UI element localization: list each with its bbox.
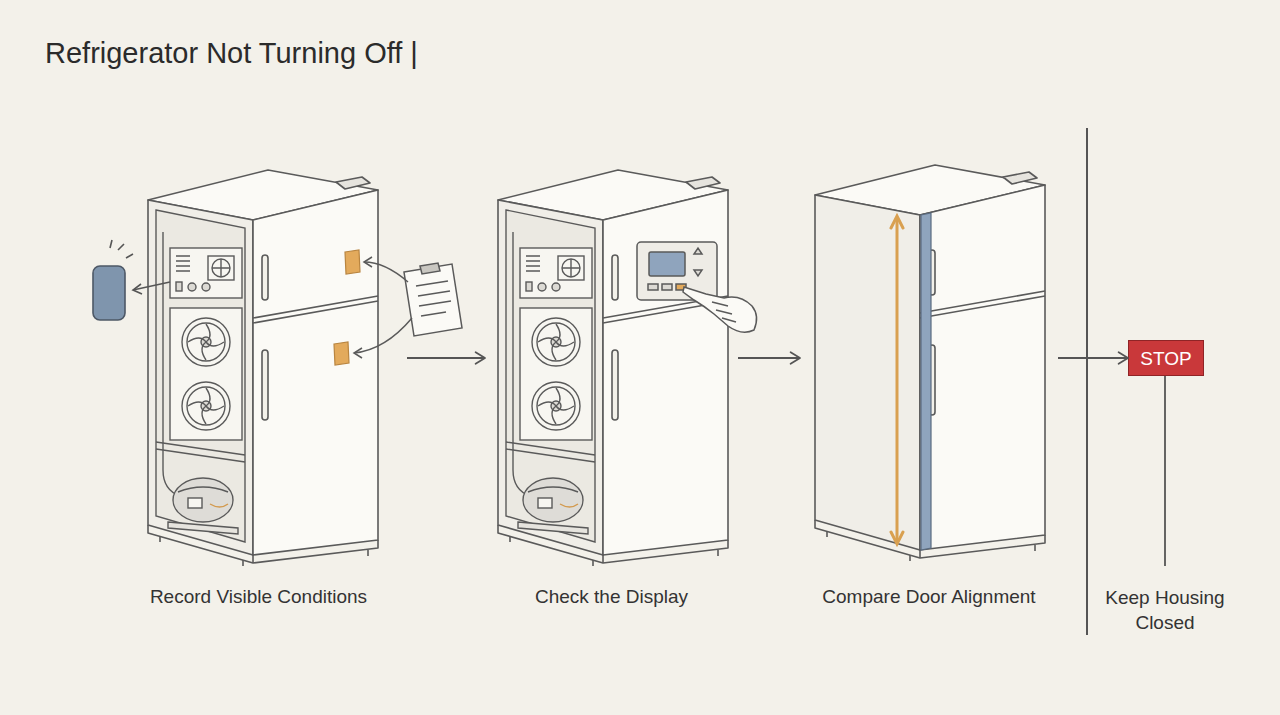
diagram-title: Refrigerator Not Turning Off | bbox=[45, 37, 418, 70]
flow-arrow bbox=[1058, 352, 1128, 363]
fridge-cutaway bbox=[148, 170, 378, 566]
fridge-shell bbox=[498, 170, 728, 566]
fridge-shell bbox=[815, 165, 1045, 561]
step-caption: Record Visible Conditions bbox=[110, 585, 407, 610]
flow-arrow bbox=[738, 352, 800, 363]
fridge-interior bbox=[506, 210, 595, 542]
arrow-head bbox=[1119, 352, 1128, 363]
display-panel bbox=[637, 242, 717, 300]
arrow-head bbox=[476, 352, 485, 363]
note-label: Keep Housing Closed bbox=[1100, 585, 1230, 635]
arrow-line bbox=[738, 357, 800, 359]
step-node: Compare Door Alignment bbox=[800, 180, 1058, 620]
arrow-head bbox=[791, 352, 800, 363]
arrow-line bbox=[407, 357, 485, 359]
sticky-notes bbox=[334, 250, 360, 365]
fridge-shell bbox=[148, 170, 378, 566]
divider-line bbox=[1086, 128, 1088, 635]
clipboard bbox=[354, 257, 462, 358]
alignment-arrow bbox=[891, 216, 903, 544]
door-gasket bbox=[921, 213, 931, 550]
sensor-box bbox=[93, 240, 170, 320]
pointing-hand bbox=[683, 287, 757, 332]
arrow-line bbox=[1058, 357, 1128, 359]
step-node: Record Visible Conditions bbox=[110, 180, 407, 620]
step-caption: Compare Door Alignment bbox=[800, 585, 1058, 610]
fridge-cutaway bbox=[498, 170, 728, 566]
leader-line bbox=[1164, 376, 1166, 566]
stop-text: STOP bbox=[1140, 349, 1191, 368]
step-node: Check the Display bbox=[485, 180, 738, 620]
fridge-closed bbox=[815, 165, 1045, 561]
fridge-interior bbox=[156, 210, 245, 542]
stop-box: STOP bbox=[1128, 340, 1204, 376]
flow-arrow bbox=[407, 352, 485, 363]
step-caption: Check the Display bbox=[485, 585, 738, 610]
